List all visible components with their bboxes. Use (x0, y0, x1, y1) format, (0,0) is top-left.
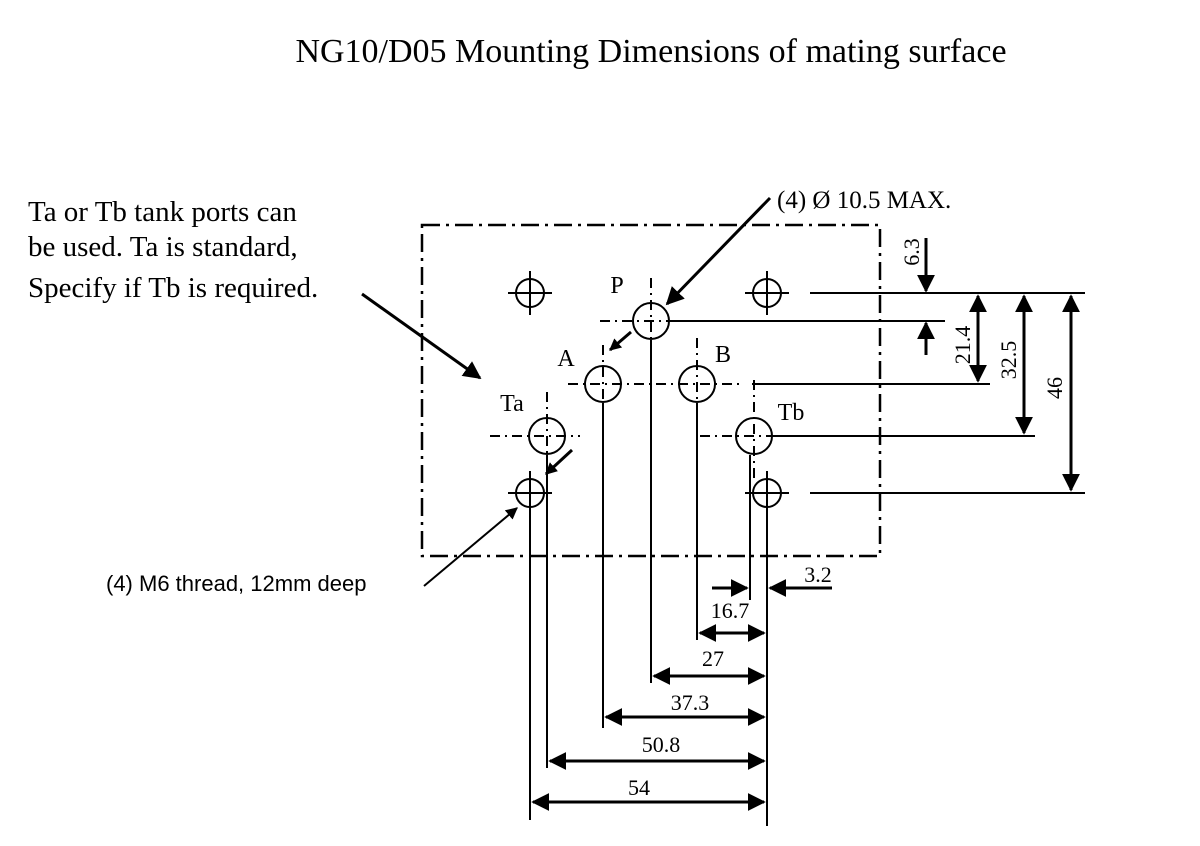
thread-note-leader (423, 507, 518, 587)
port-p-label: P (610, 273, 623, 299)
dim-50-8-label: 50.8 (642, 732, 681, 757)
dim-6-3-label: 6.3 (899, 238, 924, 266)
page-title: NG10/D05 Mounting Dimensions of mating s… (295, 33, 1006, 70)
port-diameter-note: (4) Ø 10.5 MAX. (777, 187, 951, 214)
bolt-hole-top-left (508, 271, 552, 315)
dim-27-label: 27 (702, 646, 724, 671)
bolt-hole-bottom-right (745, 471, 789, 515)
ta-arrow (544, 448, 574, 476)
port-tb-hole (700, 380, 790, 480)
thread-note: (4) M6 thread, 12mm deep (106, 571, 366, 596)
port-b-label: B (715, 342, 731, 368)
port-ta-label: Ta (500, 391, 524, 417)
port-a-label: A (557, 346, 575, 372)
port-a-hole (568, 345, 740, 440)
port-b-hole (678, 338, 716, 440)
tank-note-line-1: Ta or Tb tank ports can (28, 196, 297, 228)
dim-21-4-label: 21.4 (950, 326, 975, 365)
dim-46-label: 46 (1042, 377, 1067, 399)
port-tb-label: Tb (778, 400, 805, 426)
tank-note-line-2: be used. Ta is standard, (28, 231, 298, 263)
bolt-hole-bottom-left (508, 471, 552, 515)
tank-note-leader (361, 292, 482, 380)
port-a-arrow (609, 330, 632, 352)
bolt-hole-top-right (745, 271, 789, 315)
dim-37-3-label: 37.3 (671, 690, 710, 715)
tank-note-line-3: Specify if Tb is required. (28, 272, 318, 304)
dim-16-7-label: 16.7 (711, 598, 750, 623)
dim-3-2-label: 3.2 (804, 562, 832, 587)
dim-54-label: 54 (628, 775, 650, 800)
port-diameter-leader (665, 196, 772, 306)
mounting-surface-outline (420, 223, 882, 558)
dim-32-5-label: 32.5 (996, 341, 1021, 380)
